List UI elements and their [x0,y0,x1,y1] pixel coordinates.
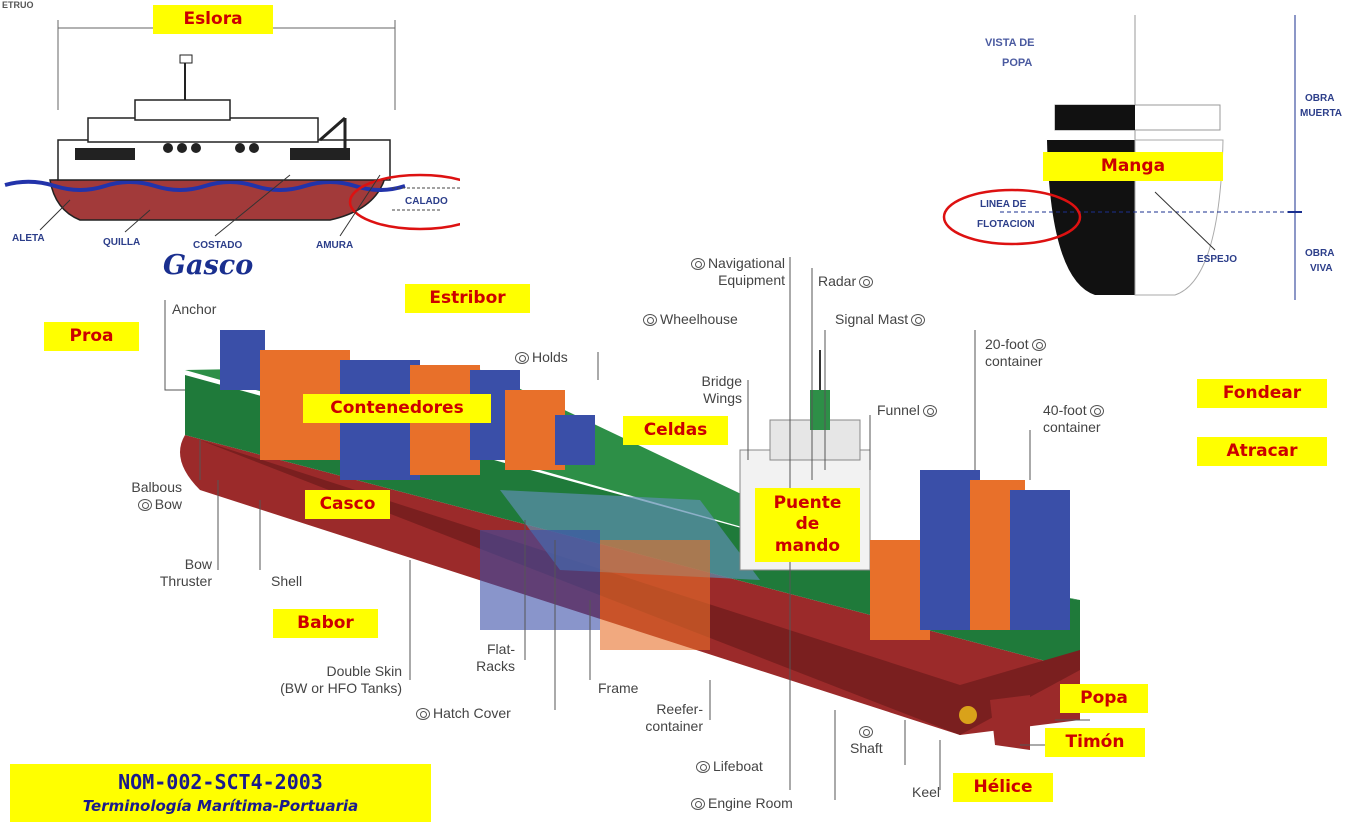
estribor-label: Estribor [405,284,530,313]
babor-label: Babor [273,609,378,638]
gear-icon [691,798,705,810]
shaft-label: Shaft [850,723,883,757]
gear-icon [691,258,705,270]
holds-label: Holds [512,349,568,366]
funnel-label: Funnel [877,402,940,419]
shell-label: Shell [271,573,302,590]
gear-icon [138,499,152,511]
puente-line2: de [755,514,860,535]
gear-icon [859,726,873,738]
flat-racks-label: Flat-Racks [460,641,515,675]
gear-icon [1090,405,1104,417]
footer-subtitle: Terminología Marítima-Portuaria [10,797,431,815]
gear-icon [416,708,430,720]
fondear-label: Fondear [1197,379,1327,408]
proa-label: Proa [44,322,139,351]
gear-icon [696,761,710,773]
timon-label: Timón [1045,728,1145,757]
anchor-label: Anchor [172,301,216,318]
gear-icon [859,276,873,288]
contenedores-label: Contenedores [303,394,491,423]
wheelhouse-label: Wheelhouse [640,311,738,328]
reefer-label: Reefer-container [615,701,703,735]
puente-label: Puente de mando [755,488,860,562]
footer-title: NOM-002-SCT4-2003 [10,770,431,794]
radar-label: Radar [818,273,876,290]
keel-label: Keel [912,784,940,801]
gear-icon [923,405,937,417]
gear-icon [1032,339,1046,351]
gear-icon [515,352,529,364]
atracar-label: Atracar [1197,437,1327,466]
celdas-label: Celdas [623,416,728,445]
double-skin-label: Double Skin(BW or HFO Tanks) [230,663,402,697]
casco-label: Casco [305,490,390,519]
puente-line1: Puente [755,493,860,514]
gear-icon [911,314,925,326]
frame-label: Frame [598,680,638,697]
footer-box: NOM-002-SCT4-2003 Terminología Marítima-… [10,764,431,822]
puente-line3: mando [755,536,860,557]
hatch-cover-label: Hatch Cover [413,705,511,722]
gear-icon [643,314,657,326]
popa-label: Popa [1060,684,1148,713]
lifeboat-label: Lifeboat [693,758,763,775]
signal-mast-label: Signal Mast [835,311,928,328]
helice-label: Hélice [953,773,1053,802]
engine-room-label: Engine Room [688,795,793,812]
